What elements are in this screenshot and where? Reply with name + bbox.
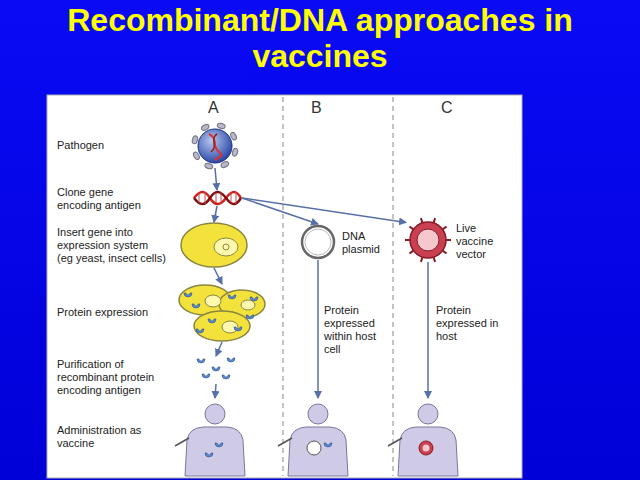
protein-shape [208,319,216,323]
protein-shape [212,367,220,371]
vector-in-host [423,445,430,452]
illustration-node: Purification of recombinant protein enco… [194,356,238,384]
step-label: Purification of recombinant protein enco… [57,358,162,397]
person-head [418,404,438,424]
protein-shape [250,297,258,301]
protein-dots [184,293,258,333]
host-cell [307,441,321,455]
syringe [388,438,402,446]
vector-icon [410,222,446,258]
arrow-connector [242,198,406,222]
arrow-line [317,260,319,398]
arrow-connector [214,206,217,222]
syringe [175,438,189,446]
pathogen-icon [198,129,232,163]
column-letter: B [311,99,331,117]
pathogen-spike [231,148,238,157]
purified-protein [197,358,235,379]
protein-shape [197,359,205,363]
step-label: DNA plasmid [342,230,388,256]
yeast-cell [181,223,247,267]
illustration-node: Live vaccine vector [406,218,450,262]
pathogen-spike [217,122,226,129]
separator [393,97,394,476]
vector-spike [409,251,413,254]
vector-spike [409,226,413,229]
vector-spike [443,226,447,229]
step-label: Administration as vaccine [57,424,157,450]
arrow-connector [215,168,217,190]
column-letter: C [441,99,461,117]
pathogen-dna [209,134,221,160]
column-letter: A [208,99,228,117]
pathogen-spikes [191,122,238,169]
step-label: Insert gene into expression system (eg y… [57,226,167,265]
protein-shape [184,293,192,297]
protein-shape [196,329,204,333]
title: Recombinant/DNA approaches in vaccines [5,2,635,74]
protein-shape [215,443,223,447]
arrow-connector [242,198,318,224]
pathogen-spike [204,162,213,169]
person-body [398,427,458,476]
step-label: Protein expression [57,306,167,319]
protein-shape [246,315,254,319]
person-figures [175,404,458,476]
expressing-cells [179,285,265,341]
protein-shape [227,358,235,362]
vector-core [417,229,439,251]
vector-in-host [419,441,433,455]
protein-shape [228,295,236,299]
step-label: Pathogen [57,139,157,152]
illustration-node: Administration as vaccine [182,398,248,478]
plasmid-icon [305,229,331,255]
syringe [278,438,292,446]
gene-helix [194,192,241,204]
arrow-connector [214,268,222,284]
protein-shape [202,374,210,378]
separator [283,97,284,476]
arrow-connector [215,384,216,398]
protein-shape [234,327,242,331]
person-body [288,427,348,476]
vector-spikes [405,218,451,262]
pathogen-dna [211,134,217,152]
step-label: Protein expressed within host cell [324,304,388,356]
arrow-line [427,262,429,398]
step-label: Clone gene encoding antigen [57,186,147,212]
arrow-connector [216,342,222,356]
step-label: Live vaccine vector [456,222,504,261]
vector-spike [443,251,447,254]
illustration-node: Clone gene encoding antigen [192,190,242,206]
gene-rungs [199,192,236,204]
person-head [308,404,328,424]
person-head [205,404,225,424]
step-label: Protein expressed in host [436,304,500,343]
yeast-gene [223,244,229,250]
illustration-node: Protein expression [178,284,266,342]
panel [47,95,522,478]
pathogen-spike [191,135,198,144]
illustration-node: DNA plasmid [300,224,336,260]
person-body [185,427,245,476]
plasmid-icon [302,226,334,258]
protein-shape [222,375,230,379]
illustration-node: Insert gene into expression system (eg y… [180,222,248,268]
gene-helix [194,192,241,204]
protein-shape [192,304,200,308]
illustration-node: Pathogen [192,124,238,168]
yeast-nucleus [214,238,238,256]
protein-shape [324,443,332,447]
protein-shape [205,453,213,457]
